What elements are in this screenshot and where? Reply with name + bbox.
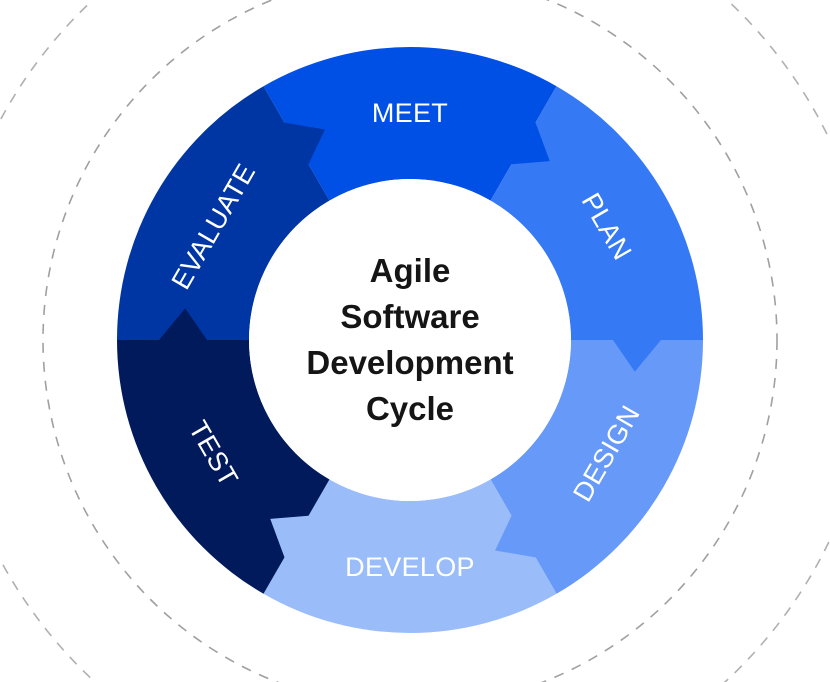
arrow-plan-icon (612, 335, 661, 372)
title-line-1: Agile (369, 252, 451, 289)
title-line-2: Software (340, 298, 480, 335)
center-circle (249, 179, 571, 501)
dashed-ring-1 (42, 0, 778, 682)
segment-meet (263, 46, 557, 201)
arrow-meet-icon (508, 120, 550, 165)
arrow-design-icon (495, 514, 540, 558)
title-line-4: Cycle (365, 390, 455, 427)
center-title: Agile Software Development Cycle (260, 250, 560, 430)
title-line-3: Development (306, 344, 514, 381)
segment-design (490, 340, 703, 594)
segment-label-meet: MEET (372, 98, 448, 128)
segment-evaluate (117, 86, 330, 341)
segment-arrows (159, 120, 661, 560)
arrow-test-icon (159, 308, 208, 345)
segment-label-develop: DEVELOP (345, 552, 475, 582)
arrow-develop-icon (270, 515, 312, 560)
segment-develop (263, 479, 557, 633)
arrow-evaluate-icon (280, 122, 325, 166)
